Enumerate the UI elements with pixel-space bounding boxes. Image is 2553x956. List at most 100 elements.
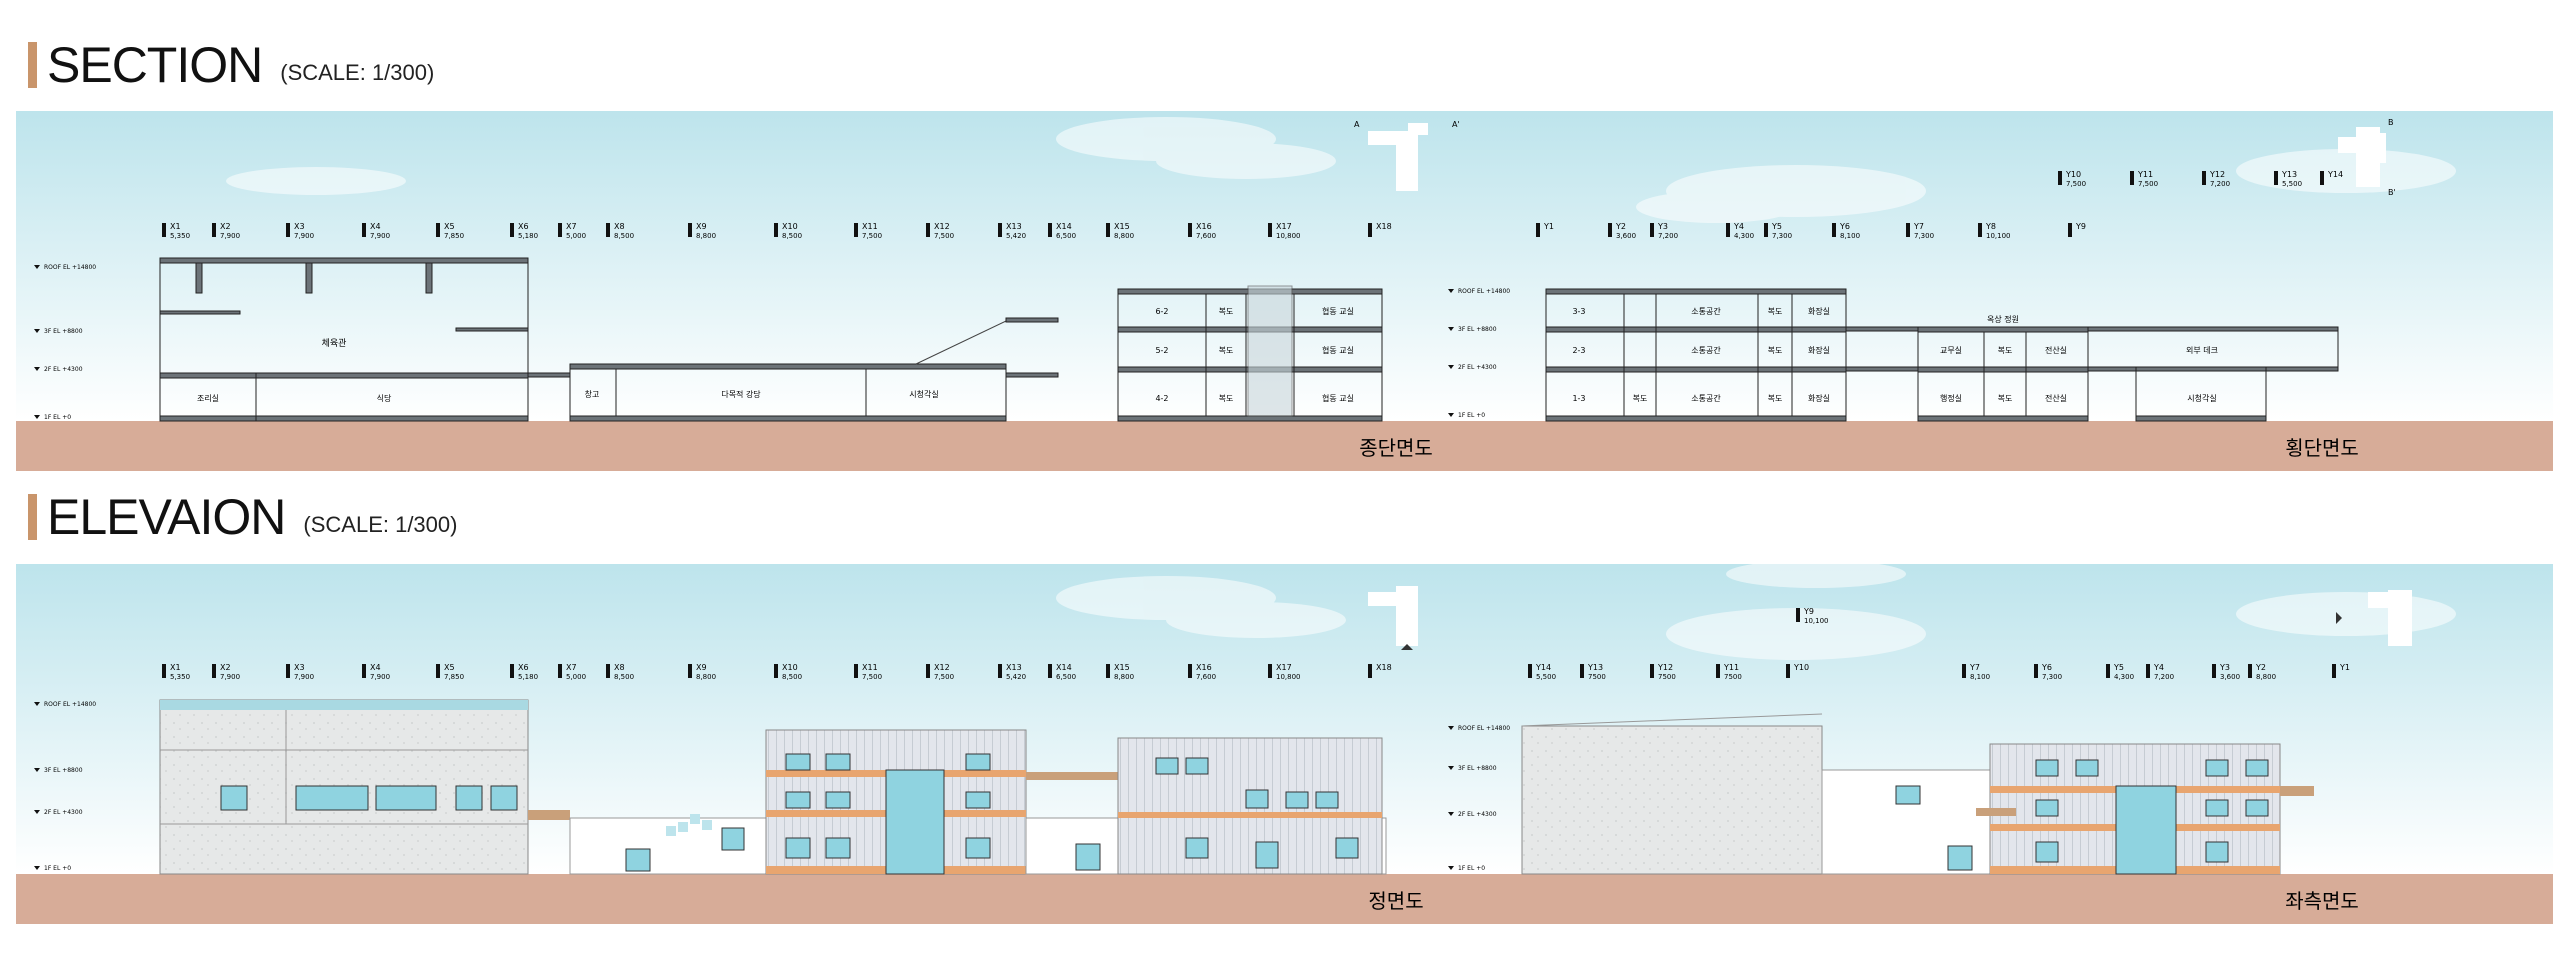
level-marker-elv-a-1: 3F EL +8800	[34, 767, 83, 774]
svg-text:7,850: 7,850	[444, 673, 464, 681]
heading-accent-bar	[28, 494, 37, 540]
room-label-admin: 행정실	[1940, 393, 1962, 403]
room-label-kitchen: 조리실	[197, 393, 219, 403]
svg-text:8,100: 8,100	[1970, 673, 1990, 681]
level-marker-elv-a-2: 2F EL +4300	[34, 809, 83, 816]
key-plan-front	[1368, 586, 1418, 650]
svg-text:7,200: 7,200	[2210, 180, 2230, 188]
svg-text:X17: X17	[1276, 663, 1292, 672]
svg-text:8,500: 8,500	[614, 232, 634, 240]
section-building-gym	[159, 257, 529, 422]
level-marker-sec-a-3: 1F EL +0	[34, 414, 71, 421]
svg-text:4,300: 4,300	[2114, 673, 2134, 681]
grid-marker-sec-x-x2: X27,900	[212, 222, 240, 240]
room-label-staff-room: 교무실	[1940, 345, 1962, 355]
level-marker-sec-a-1: 3F EL +8800	[34, 328, 83, 335]
level-marker-sec-b-3: 1F EL +0	[1448, 412, 1485, 419]
svg-text:8,500: 8,500	[782, 232, 802, 240]
svg-text:Y4: Y4	[1733, 222, 1744, 231]
svg-text:10,800: 10,800	[1276, 673, 1301, 681]
grid-marker-elv-x-x9: X98,800	[688, 663, 716, 681]
svg-text:Y4: Y4	[2153, 663, 2164, 672]
svg-text:3F EL +8800: 3F EL +8800	[44, 328, 83, 335]
svg-text:1F EL +0: 1F EL +0	[1458, 412, 1485, 419]
svg-text:5,420: 5,420	[1006, 673, 1026, 681]
caption-front-elevation: 정면도	[1368, 889, 1423, 913]
section-building-classroom-a	[1117, 285, 1383, 422]
svg-text:Y11: Y11	[2137, 170, 2153, 179]
svg-text:7,900: 7,900	[370, 232, 390, 240]
level-marker-sec-b-2: 2F EL +4300	[1448, 364, 1497, 371]
svg-text:X1: X1	[170, 222, 181, 231]
svg-text:Y7: Y7	[1913, 222, 1924, 231]
svg-text:Y2: Y2	[2255, 663, 2266, 672]
room-label-av-room-a: 시청각실	[909, 389, 938, 399]
svg-text:7,900: 7,900	[370, 673, 390, 681]
svg-text:7,300: 7,300	[2042, 673, 2062, 681]
grid-marker-sec-x-x5: X57,850	[436, 222, 464, 240]
svg-text:X13: X13	[1006, 663, 1022, 672]
svg-text:7,500: 7,500	[862, 232, 882, 240]
grid-marker-sec-y-y2: Y23,600	[1608, 222, 1636, 240]
svg-text:X4: X4	[370, 663, 381, 672]
gridline-markers-x: X15,350X27,900X37,900X47,900X57,850X65,1…	[162, 222, 1392, 240]
svg-text:8,800: 8,800	[1114, 232, 1134, 240]
elevation-gym-block	[159, 699, 570, 875]
svg-text:7,200: 7,200	[2154, 673, 2174, 681]
svg-text:X16: X16	[1196, 663, 1212, 672]
svg-text:X5: X5	[444, 222, 455, 231]
grid-marker-elv-x-x18: X18	[1368, 663, 1392, 678]
room-label-corridor-b4: 복도	[1998, 346, 2013, 355]
svg-text:X3: X3	[294, 222, 305, 231]
svg-text:ROOF EL +14800: ROOF EL +14800	[1458, 725, 1510, 732]
svg-text:5,500: 5,500	[1536, 673, 1556, 681]
room-label-computer-2: 전산실	[2045, 393, 2067, 403]
svg-text:3F EL +8800: 3F EL +8800	[1458, 765, 1497, 772]
svg-text:5,350: 5,350	[170, 232, 190, 240]
room-label-corridor-a3: 복도	[1219, 394, 1234, 403]
room-label-restroom-1: 화장실	[1808, 306, 1830, 316]
svg-text:8,800: 8,800	[2256, 673, 2276, 681]
svg-text:7,850: 7,850	[444, 232, 464, 240]
svg-text:X15: X15	[1114, 222, 1130, 231]
gridline-markers-x: X15,350X27,900X37,900X47,900X57,850X65,1…	[162, 663, 1392, 681]
room-label-corridor-a2: 복도	[1219, 346, 1234, 355]
svg-text:10,800: 10,800	[1276, 232, 1301, 240]
svg-text:X7: X7	[566, 663, 577, 672]
level-marker-sec-a-0: ROOF EL +14800	[34, 264, 96, 271]
caption-cross-section: 횡단면도	[2285, 436, 2359, 460]
grid-marker-sec-ytop-y14: Y14	[2320, 170, 2343, 185]
level-marker-elv-b-0: ROOF EL +14800	[1448, 725, 1510, 732]
grid-marker-sec-y-y6: Y68,100	[1832, 222, 1860, 240]
room-label-restroom-3: 화장실	[1808, 393, 1830, 403]
svg-text:X6: X6	[518, 663, 529, 672]
svg-text:7,500: 7,500	[934, 673, 954, 681]
svg-text:6,500: 6,500	[1056, 673, 1076, 681]
room-label-comm-1: 소통공간	[1691, 306, 1721, 316]
section-building-hall	[527, 317, 1059, 422]
svg-text:Y12: Y12	[1657, 663, 1673, 672]
svg-text:1F EL +0: 1F EL +0	[44, 865, 71, 872]
section-heading: SECTION (SCALE: 1/300)	[28, 40, 434, 90]
room-label-hall: 다목적 강당	[721, 389, 761, 399]
svg-text:7,900: 7,900	[220, 232, 240, 240]
grid-marker-elv-x-x2: X27,900	[212, 663, 240, 681]
svg-text:Y1: Y1	[1543, 222, 1554, 231]
svg-text:Y3: Y3	[2219, 663, 2230, 672]
ground	[16, 874, 2553, 924]
svg-text:2F EL +4300: 2F EL +4300	[44, 809, 83, 816]
